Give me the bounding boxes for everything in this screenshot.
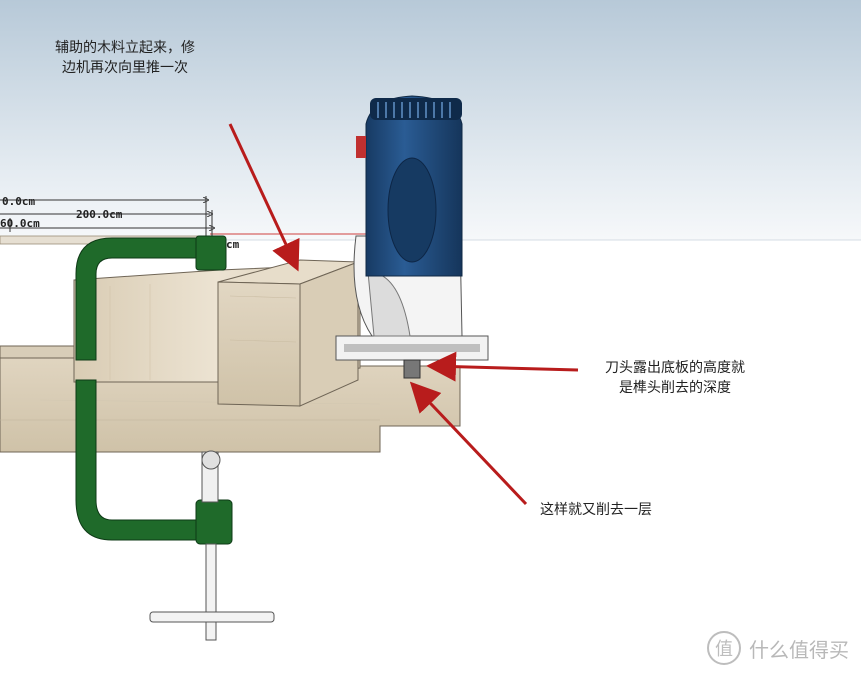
annotation-top-line1: 辅助的木料立起来，修	[55, 40, 195, 56]
trim-router	[335, 95, 489, 379]
dimension-label-bottom: 60.0cm	[0, 217, 40, 230]
watermark: 值 什么值得买	[707, 631, 849, 665]
dimension-label-small: cm	[226, 238, 240, 251]
watermark-text: 什么值得买	[749, 637, 849, 662]
annotation-top: 辅助的木料立起来，修 边机再次向里推一次	[30, 38, 220, 78]
annotation-cut-layer: 这样就又削去一层	[540, 502, 652, 518]
zhi-logo-icon: 值	[707, 631, 741, 665]
annotation-blade-line1: 刀头露出底板的高度就	[605, 360, 745, 376]
annotation-blade-depth: 刀头露出底板的高度就 是榫头削去的深度	[590, 358, 760, 398]
arrow-to-cut-layer	[409, 381, 528, 506]
clamp-screw	[149, 450, 275, 641]
dimension-label-mid: 200.0cm	[76, 208, 123, 221]
arrow-to-auxiliary-block	[228, 123, 300, 272]
annotation-blade-line2: 是榫头削去的深度	[619, 380, 731, 396]
dimension-label-top: 0.0cm	[2, 195, 35, 208]
g-clamp	[75, 235, 233, 545]
annotation-top-line2: 边机再次向里推一次	[62, 60, 188, 76]
arrow-to-blade	[426, 351, 579, 382]
auxiliary-wood-block	[217, 259, 359, 407]
dimension-lines	[0, 196, 212, 240]
